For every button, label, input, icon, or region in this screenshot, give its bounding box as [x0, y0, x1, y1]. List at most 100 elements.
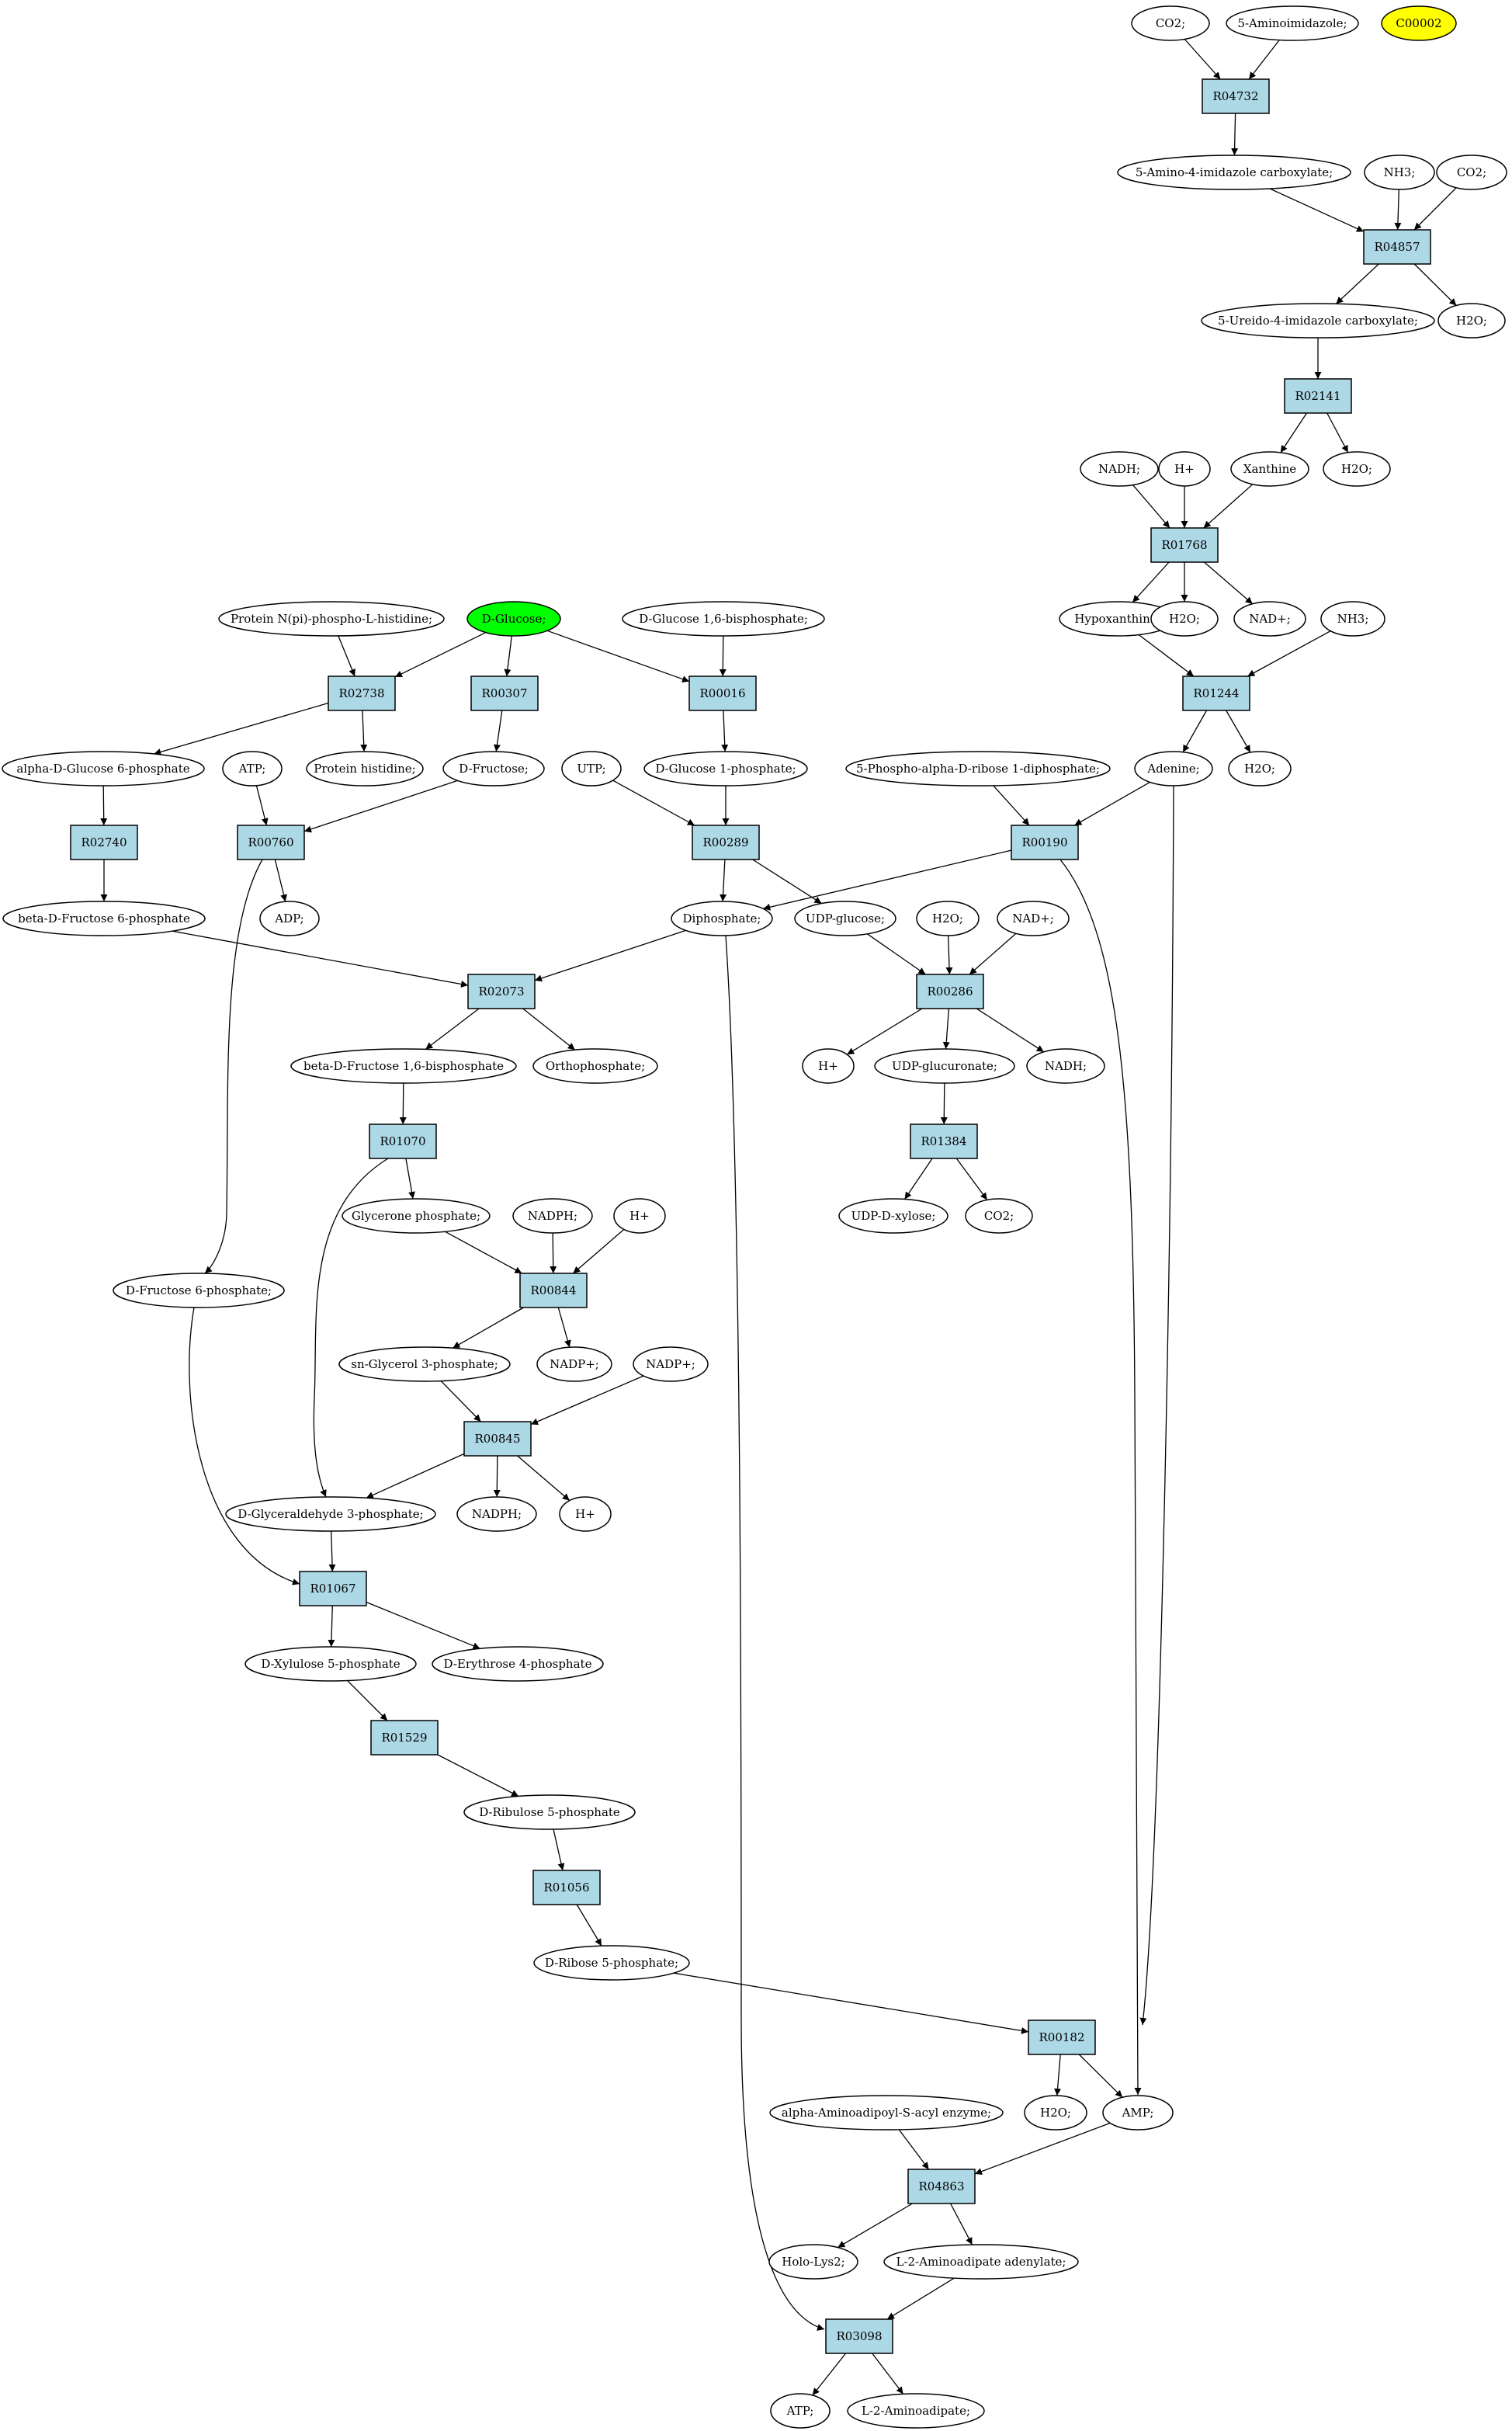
edge-r_R01244-to-c_h2o_d — [1226, 710, 1251, 753]
compound-ellipse — [456, 1496, 537, 1532]
compound-node-c_nh3_b: NH3; — [1320, 601, 1385, 637]
compound-node-c_orthophosphate: Orthophosphate; — [532, 1048, 658, 1084]
compound-node-c_protein_his: Protein histidine; — [306, 751, 424, 787]
reaction-box — [299, 1571, 367, 1606]
reaction-box — [470, 675, 539, 711]
compound-node-c_prpp: 5-Phospho-alpha-D-ribose 1-diphosphate; — [845, 751, 1111, 787]
node-label: ATP; — [238, 762, 266, 776]
compound-ellipse — [1158, 451, 1211, 487]
reaction-box — [692, 825, 760, 860]
node-label: NAD+; — [1012, 912, 1054, 926]
reaction-node-r_R00307: R00307 — [470, 675, 539, 711]
compound-node-c_dg3p: D-Glyceraldehyde 3-phosphate; — [225, 1496, 436, 1532]
compound-node-c_hplus_d: H+ — [559, 1496, 612, 1532]
node-label: D-Xylulose 5-phosphate — [261, 1657, 400, 1671]
node-label: H2O; — [1244, 762, 1275, 776]
edge-r_R01384-to-c_co2_c — [955, 1158, 988, 1200]
node-label: AMP; — [1122, 2106, 1154, 2120]
edge-c_alphaaminoadipoyl-to-r_R04863 — [898, 2129, 930, 2170]
compound-ellipse — [643, 751, 808, 787]
edge-r_R00286-to-c_hplus_b — [846, 1008, 923, 1055]
edge-c_dglucose-to-r_R00307 — [504, 635, 512, 677]
compound-ellipse — [847, 2393, 985, 2429]
node-label: NADPH; — [472, 1507, 522, 1521]
compound-node-c_utp: UTP; — [561, 751, 622, 787]
compound-node-c_nadplus_a: NAD+; — [1233, 601, 1306, 637]
node-label: R01244 — [1193, 686, 1239, 700]
compound-node-c_co2_top: CO2; — [1131, 5, 1210, 41]
compound-node-c_h2o_c: H2O; — [1150, 601, 1219, 637]
node-label: R02141 — [1295, 389, 1340, 403]
node-label: H2O; — [932, 912, 963, 926]
node-label: D-Ribose 5-phosphate; — [545, 1956, 678, 1970]
compound-ellipse — [532, 1048, 658, 1084]
compound-node-c_dx5p: D-Xylulose 5-phosphate — [244, 1646, 417, 1682]
edge-r_R01067-to-c_de4p — [366, 1601, 480, 1649]
node-label: L-2-Aminoadipate; — [862, 2404, 970, 2418]
compound-ellipse — [769, 2095, 1004, 2131]
node-label: Holo-Lys2; — [782, 2255, 844, 2269]
node-label: D-Fructose; — [459, 762, 529, 776]
node-label: H2O; — [1341, 462, 1372, 476]
node-label: D-Glucose 1,6-bisphosphate; — [639, 612, 808, 626]
edge-c_utp-to-r_R00289 — [612, 780, 695, 826]
reaction-box — [825, 2318, 893, 2354]
reaction-node-r_R01056: R01056 — [532, 1870, 601, 1905]
node-label: H2O; — [1040, 2106, 1071, 2120]
compound-ellipse — [463, 1794, 636, 1830]
compound-node-c_dru5p: D-Ribulose 5-phosphate — [463, 1794, 636, 1830]
node-label: Adenine; — [1146, 762, 1199, 776]
edge-r_R00182-to-c_h2o_f — [1054, 2054, 1062, 2096]
edge-c_bdf6p-to-r_R02073 — [172, 930, 469, 988]
reaction-box — [70, 825, 138, 860]
edges-layer — [100, 39, 1457, 2396]
node-label: CO2; — [1457, 165, 1486, 179]
compound-node-c_hypoxanthine: Hypoxanthine; — [1059, 601, 1177, 637]
compound-ellipse — [1080, 451, 1159, 487]
node-label: 5-Phospho-alpha-D-ribose 1-diphosphate; — [856, 762, 1100, 776]
node-label: H2O; — [1456, 314, 1487, 328]
edge-c_dr5p-to-r_R00182 — [673, 1972, 1029, 2034]
compound-ellipse — [1150, 601, 1219, 637]
edge-r_R00190-to-c_amp — [1059, 859, 1142, 2096]
node-label: Protein histidine; — [314, 762, 415, 776]
edge-c_adg6p-to-r_R02740 — [100, 785, 108, 826]
compound-node-c_h2o_d: H2O; — [1228, 751, 1292, 787]
compound-node-c_l2aaadenylate: L-2-Aminoadipate adenylate; — [883, 2244, 1079, 2280]
node-label: D-Glucose; — [482, 612, 546, 626]
compound-node-c_co2_b: CO2; — [1436, 155, 1507, 190]
compound-ellipse — [113, 1273, 285, 1308]
compound-ellipse — [965, 1198, 1033, 1234]
reaction-node-r_R00182: R00182 — [1028, 2019, 1096, 2055]
compound-node-c_adp: ADP; — [259, 901, 320, 936]
compound-ellipse — [225, 1496, 436, 1532]
compound-node-c_udpglucose: UDP-glucose; — [794, 901, 896, 936]
compound-node-c_bdf16bp: beta-D-Fructose 1,6-bisphosphate — [290, 1048, 517, 1084]
node-label: Hypoxanthine; — [1074, 612, 1160, 626]
node-label: D-Glucose 1-phosphate; — [655, 762, 796, 776]
compound-ellipse — [1364, 155, 1435, 190]
edge-r_R00760-to-c_df6p — [204, 859, 263, 1274]
reaction-node-r_R01768: R01768 — [1150, 527, 1219, 563]
edge-c_protein_nphis-to-r_R02738 — [338, 635, 355, 677]
edge-c_hplus_c-to-r_R00844 — [572, 1228, 625, 1274]
node-label: NADH; — [1098, 462, 1140, 476]
compound-ellipse — [1026, 1048, 1105, 1084]
edge-r_R00844-to-c_sng3p — [452, 1307, 524, 1349]
reaction-node-r_R03098: R03098 — [825, 2318, 893, 2354]
edge-r_R00016-to-c_dg1p — [721, 710, 729, 752]
edge-r_R04857-to-c_5ureido — [1335, 263, 1379, 304]
node-label: UTP; — [577, 762, 605, 776]
compound-ellipse — [1201, 303, 1435, 339]
edge-r_R03098-to-c_atp_b — [812, 2353, 847, 2396]
edge-c_co2_top-to-r_R04732 — [1184, 39, 1221, 80]
compound-ellipse — [1436, 155, 1507, 190]
compound-node-c_atp_b: ATP; — [770, 2393, 831, 2429]
reaction-node-r_R02073: R02073 — [467, 974, 536, 1009]
node-label: UDP-D-xylose; — [851, 1209, 936, 1223]
reaction-box — [907, 2169, 976, 2204]
compound-ellipse — [2, 901, 206, 936]
reaction-box — [916, 974, 984, 1009]
node-label: R02740 — [81, 835, 127, 849]
